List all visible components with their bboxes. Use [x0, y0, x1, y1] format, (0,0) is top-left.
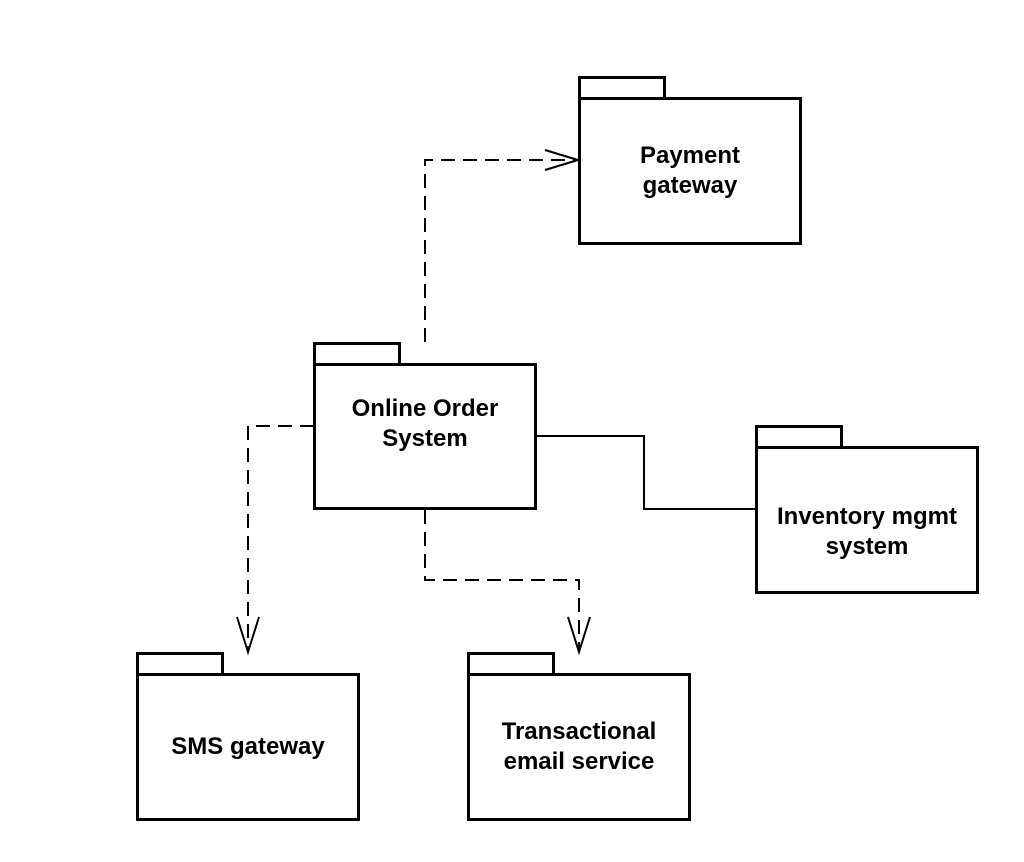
package-label: Payment gateway — [639, 142, 741, 199]
package-sms-gateway[interactable]: SMS gateway — [136, 652, 360, 821]
package-tab — [467, 652, 555, 673]
package-label: Transactional email service — [501, 718, 657, 775]
package-body: Transactional email service — [467, 673, 691, 821]
package-body: Inventory mgmt system — [755, 446, 979, 594]
package-label: Online Order System — [351, 394, 499, 452]
package-online-order-system[interactable]: Online Order System — [313, 342, 537, 510]
package-body: Online Order System — [313, 363, 537, 510]
association-order-inventory — [532, 435, 756, 510]
dependency-order-to-sms — [247, 425, 314, 650]
arrowhead-sms-icon — [236, 616, 260, 656]
package-body: Payment gateway — [578, 97, 802, 245]
package-body: SMS gateway — [136, 673, 360, 821]
package-transactional-email-service[interactable]: Transactional email service — [467, 652, 691, 821]
dependency-order-to-email — [424, 510, 580, 650]
package-tab — [313, 342, 401, 363]
package-tab — [136, 652, 224, 673]
package-label: SMS gateway — [171, 733, 325, 760]
dependency-order-to-payment — [424, 159, 577, 342]
package-label: Inventory mgmt system — [776, 503, 958, 560]
arrowhead-email-icon — [567, 616, 591, 656]
package-payment-gateway[interactable]: Payment gateway — [578, 76, 802, 245]
package-tab — [578, 76, 666, 97]
package-tab — [755, 425, 843, 446]
package-inventory-mgmt-system[interactable]: Inventory mgmt system — [755, 425, 979, 594]
